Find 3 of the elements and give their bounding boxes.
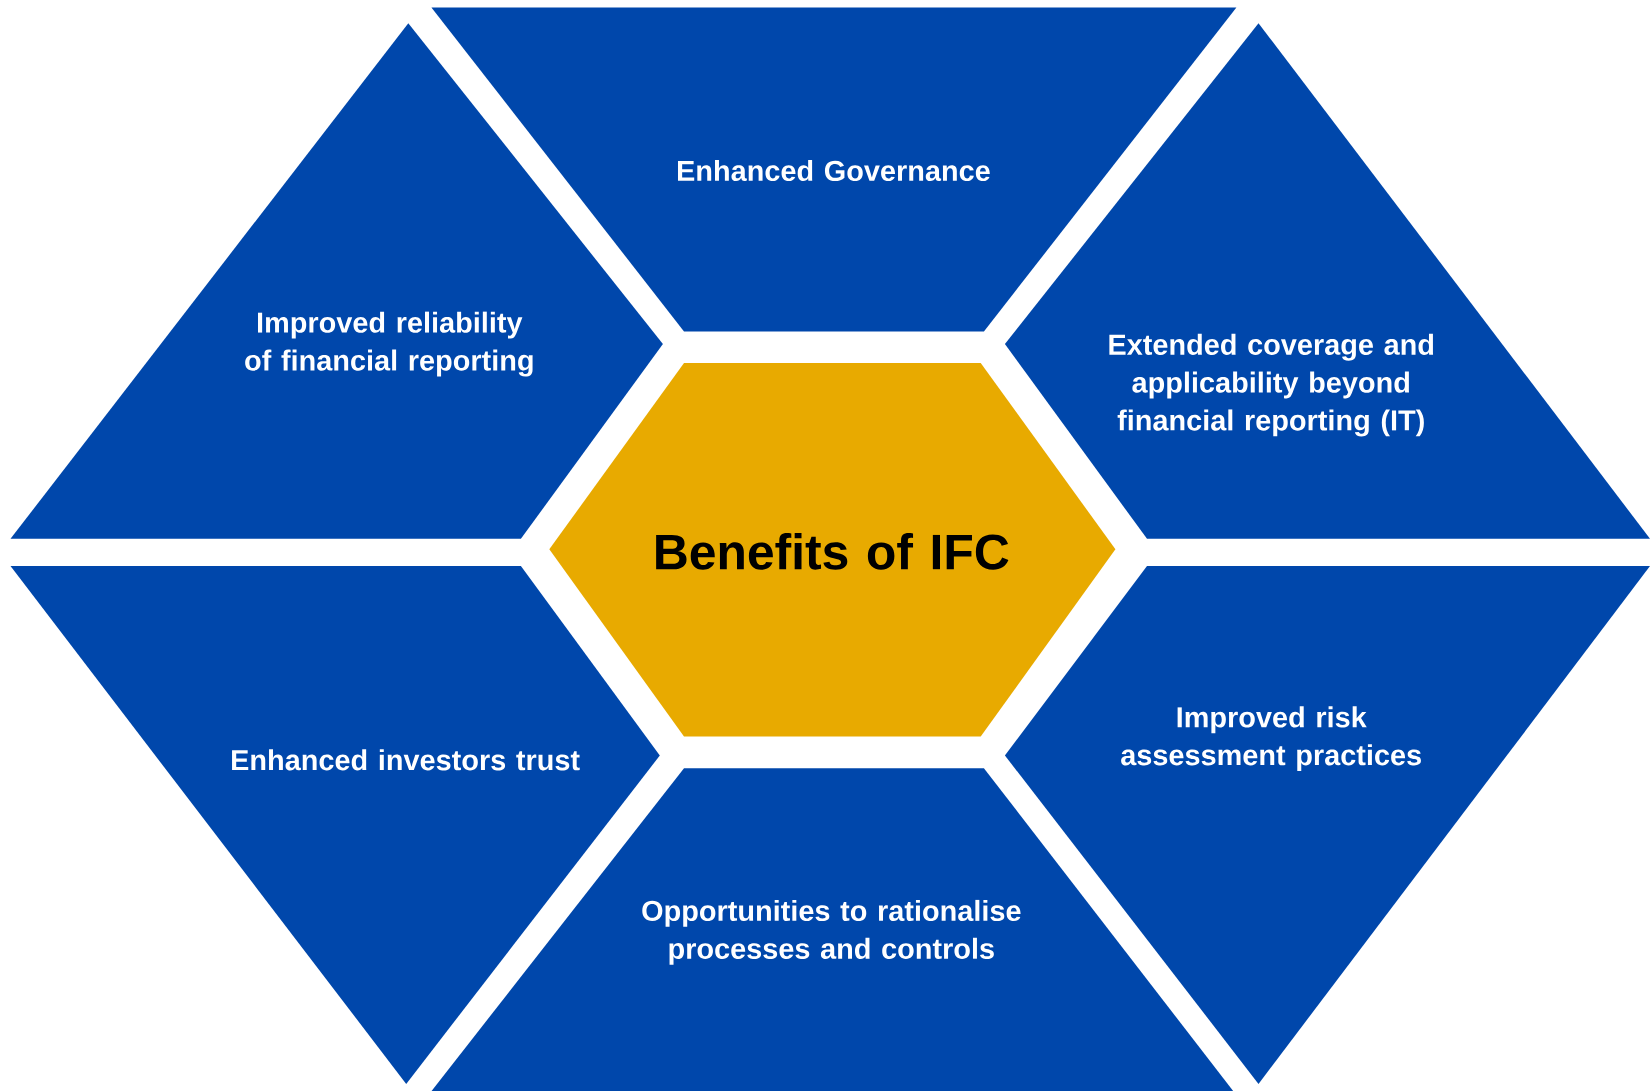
node-label: Enhanced investors trust — [232, 749, 580, 771]
center-hexagon: Benefits of IFC — [549, 363, 1116, 737]
node-label: Enhanced Governance — [678, 159, 990, 182]
